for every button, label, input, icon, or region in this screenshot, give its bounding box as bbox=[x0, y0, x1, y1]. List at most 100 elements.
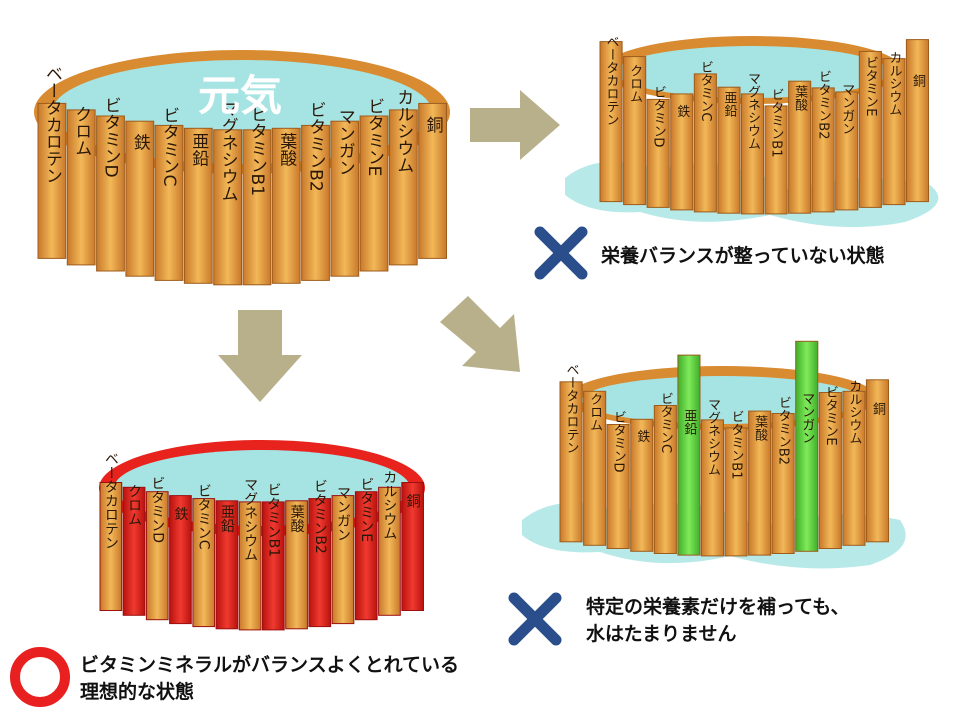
barrel-stave bbox=[378, 486, 401, 616]
arrow-down bbox=[218, 310, 302, 402]
barrel-stave bbox=[330, 120, 360, 277]
stave-label: 銅 bbox=[423, 116, 444, 133]
barrel-stave bbox=[401, 482, 424, 611]
barrel-stave bbox=[99, 482, 123, 611]
barrel-stave bbox=[653, 405, 677, 554]
stave-label: マンガン bbox=[335, 486, 351, 542]
stave-label: マグネシウム bbox=[218, 100, 238, 202]
stave-label: 亜鉛 bbox=[188, 132, 209, 166]
barrel-stave bbox=[183, 127, 213, 284]
stave-label: 亜鉛 bbox=[681, 409, 697, 435]
barrel-stave bbox=[599, 41, 623, 203]
barrel-stave bbox=[388, 109, 418, 266]
stave-label: マグネシウム bbox=[705, 398, 721, 476]
stave-label: マンガン bbox=[335, 108, 355, 176]
stave-label: クロム bbox=[71, 105, 91, 156]
barrel-stave bbox=[630, 418, 654, 552]
stave-label: ベータカロテン bbox=[42, 65, 62, 184]
stave-label: カルシウム bbox=[886, 51, 901, 116]
barrel-stave bbox=[285, 500, 308, 630]
stave-label: ビタミンB1 bbox=[265, 483, 281, 558]
barrel-stave bbox=[308, 498, 332, 628]
barrel-stave bbox=[724, 427, 748, 557]
stave-label: マンガン bbox=[799, 392, 814, 444]
barrel-stave bbox=[271, 127, 301, 284]
barrel-stave bbox=[192, 498, 216, 628]
caption-unbalanced: 栄養バランスが整っていない状態 bbox=[601, 245, 885, 267]
barrel-stave bbox=[764, 105, 788, 215]
barrel-stave bbox=[717, 86, 741, 214]
stave-label: ビタミンB2 bbox=[776, 396, 791, 465]
stave-label: ベータカロテン bbox=[604, 35, 620, 126]
barrel-stave bbox=[331, 495, 355, 625]
stave-label: 亜鉛 bbox=[219, 505, 235, 533]
stave-label: ビタミンC bbox=[196, 484, 212, 550]
barrel-stave bbox=[905, 39, 930, 203]
stave-label: マグネシウム bbox=[242, 478, 258, 562]
stave-label: ビタミンE bbox=[823, 385, 838, 445]
barrel-stave bbox=[623, 56, 647, 206]
stave-label: ビタミンB2 bbox=[312, 479, 328, 554]
stave-label: 銅 bbox=[910, 74, 926, 87]
stave-label: ビタミンD bbox=[611, 410, 626, 472]
barrel-stave bbox=[865, 379, 890, 543]
barrel-stave bbox=[154, 124, 184, 281]
stave-label: ビタミンB2 bbox=[816, 70, 831, 139]
stave-label: ビタミンB1 bbox=[769, 88, 784, 157]
stave-label: ビタミンE bbox=[364, 98, 384, 177]
stave-label: クロム bbox=[126, 484, 142, 526]
stave-label: ビタミンB2 bbox=[306, 101, 326, 192]
barrel-stave bbox=[301, 124, 330, 281]
stave-label: 鉄 bbox=[173, 507, 189, 521]
barrel-stave bbox=[842, 390, 866, 546]
stave-label: ビタミンD bbox=[149, 476, 165, 543]
cross-icon bbox=[508, 592, 562, 646]
barrel-stave bbox=[238, 501, 262, 631]
stave-label: ビタミンC bbox=[658, 392, 673, 453]
full-barrel-title: 元気 bbox=[198, 71, 282, 120]
arrow-diagonal bbox=[440, 296, 520, 372]
stave-label: 葉酸 bbox=[752, 415, 768, 441]
barrel-stave bbox=[354, 491, 378, 621]
barrel-stave bbox=[882, 58, 906, 206]
stave-label: カルシウム bbox=[393, 88, 413, 173]
stave-label: 葉酸 bbox=[276, 132, 297, 166]
stave-label: ベータカロテン bbox=[564, 363, 580, 454]
stave-label: 銅 bbox=[405, 494, 421, 508]
stave-label: 鉄 bbox=[634, 430, 650, 443]
barrel-stave bbox=[670, 93, 694, 211]
stave-label: カルシウム bbox=[381, 470, 397, 540]
barrel-stave bbox=[858, 50, 882, 208]
stave-label: ビタミンE bbox=[863, 56, 878, 116]
stave-label: ビタミンB1 bbox=[729, 410, 744, 479]
barrel-stave bbox=[125, 120, 155, 277]
stave-label: マグネシウム bbox=[745, 72, 761, 150]
barrel-stave bbox=[606, 424, 630, 549]
barrel-stave bbox=[559, 381, 583, 543]
circle-icon bbox=[10, 647, 70, 707]
arrow-right bbox=[470, 90, 560, 160]
barrel-stave bbox=[693, 73, 717, 213]
barrel-stave bbox=[215, 500, 239, 630]
barrel-stave bbox=[169, 495, 192, 625]
barrel-stave bbox=[835, 91, 859, 211]
stave-label: クロム bbox=[627, 64, 642, 103]
barrel-stave bbox=[646, 98, 670, 208]
caption-supplemented: 特定の栄養素だけを補っても、 水はたまりません bbox=[586, 596, 850, 645]
stave-label: カルシウム bbox=[846, 380, 861, 445]
barrel-stave bbox=[771, 413, 795, 554]
barrel-stave bbox=[700, 419, 725, 557]
barrel-stave bbox=[583, 390, 607, 546]
stave-label: 亜鉛 bbox=[721, 91, 737, 117]
stave-label: ビタミンB1 bbox=[247, 106, 267, 197]
barrel-stave bbox=[145, 491, 169, 621]
barrel-stave bbox=[242, 129, 272, 286]
stave-label: 鉄 bbox=[130, 134, 151, 151]
stave-label: ビタミンE bbox=[358, 477, 374, 542]
barrel-stave bbox=[37, 102, 67, 259]
caption-balanced: ビタミンミネラルがバランスよくとれている 理想的な状態 bbox=[80, 654, 460, 703]
barrel-stave bbox=[677, 354, 701, 556]
